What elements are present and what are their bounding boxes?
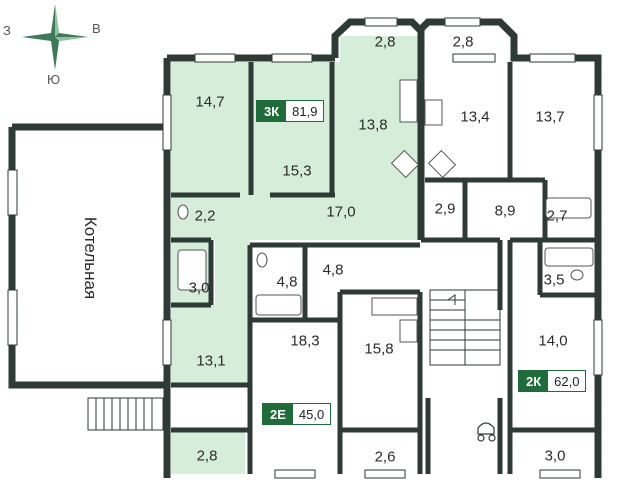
- room-area: 8,9: [494, 202, 516, 220]
- porch-steps: [87, 397, 164, 431]
- room-area: 2,8: [374, 33, 396, 51]
- room-area: 4,8: [322, 261, 344, 279]
- apartment-type: 3К: [257, 101, 287, 121]
- boiler-room-windows: [7, 169, 18, 346]
- room-area: 14,7: [195, 93, 225, 111]
- room-area: 2,2: [194, 207, 216, 225]
- room-area: 3,5: [543, 271, 565, 289]
- stroller-icon: [477, 422, 496, 442]
- apartment-area: 45,0: [298, 406, 325, 422]
- apartment-badge-2e[interactable]: 2Е 45,0: [262, 403, 332, 425]
- windows: [162, 17, 603, 479]
- compass-east-label: В: [92, 21, 101, 36]
- room-area: 13,1: [196, 352, 226, 370]
- compass: [20, 2, 90, 72]
- room-area: 18,3: [290, 332, 320, 350]
- room-area: 14,0: [538, 332, 568, 350]
- room-area: 15,3: [282, 162, 312, 180]
- apartment-type: 2Е: [263, 404, 293, 424]
- room-area: 2,6: [374, 448, 396, 466]
- room-area: 2,9: [434, 200, 456, 218]
- room-area: 4,8: [276, 273, 298, 291]
- room-area: 13,7: [535, 108, 565, 126]
- bathroom-fixtures: [177, 197, 594, 316]
- apartment-type: 2К: [519, 371, 549, 391]
- apartment-area: 62,0: [554, 373, 580, 389]
- room-area: 3,0: [544, 447, 566, 465]
- apartment-area: 81,9: [292, 103, 318, 119]
- room-area: 13,8: [358, 116, 388, 134]
- room-area: 2,7: [546, 207, 568, 225]
- room-area: 17,0: [326, 203, 356, 221]
- room-area: 13,4: [460, 108, 490, 126]
- compass-star-icon: [22, 4, 88, 70]
- room-area: 2,8: [196, 447, 218, 465]
- kitchen-fixtures: [371, 79, 457, 343]
- apartment-badge-3k[interactable]: 3К 81,9: [256, 100, 325, 122]
- interior-walls: [171, 62, 598, 474]
- room-area: 3,0: [188, 279, 210, 297]
- boiler-room-label: Котельная: [81, 216, 100, 300]
- apartment-badge-2k[interactable]: 2К 62,0: [518, 370, 587, 392]
- compass-west-label: З: [3, 23, 11, 38]
- compass-south-label: Ю: [47, 72, 61, 87]
- room-area: 15,8: [364, 340, 394, 358]
- room-area: 2,8: [452, 33, 474, 51]
- staircase: [429, 289, 501, 366]
